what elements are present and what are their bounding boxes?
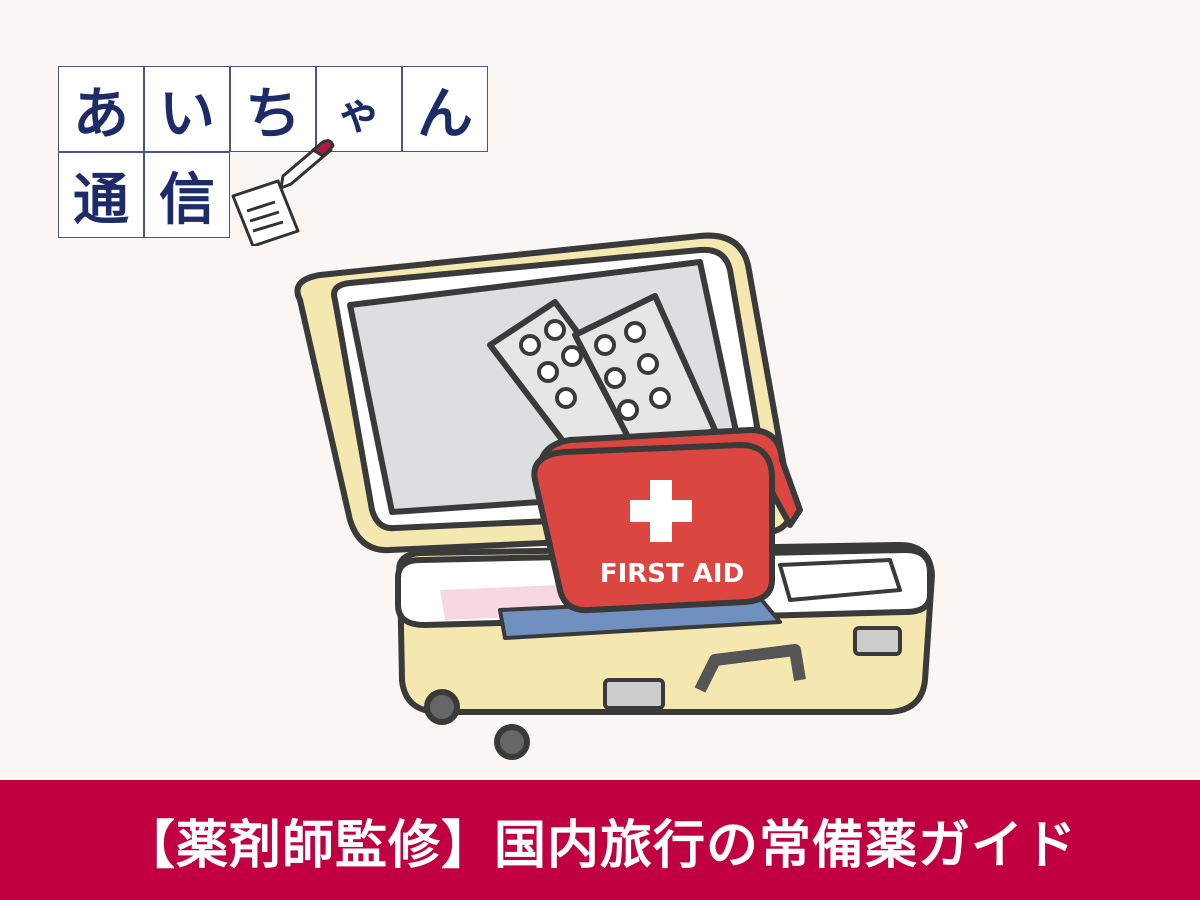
wheel xyxy=(424,689,460,725)
suitcase-illustration: FIRST AID xyxy=(294,232,935,760)
kit-label: FIRST AID xyxy=(600,559,744,589)
cross-icon xyxy=(630,480,692,542)
notepad-pen-icon xyxy=(231,139,335,246)
logo-char: 通 xyxy=(58,152,144,238)
title-banner: 【薬剤師監修】国内旅行の常備薬ガイド xyxy=(0,780,1200,900)
logo-char: ち xyxy=(230,66,316,152)
logo-char: あ xyxy=(58,66,144,152)
wheel xyxy=(494,724,530,760)
logo-char: ん xyxy=(402,66,488,152)
logo-char: 信 xyxy=(144,152,230,238)
logo-char: い xyxy=(144,66,230,152)
article-title: 【薬剤師監修】国内旅行の常備薬ガイド xyxy=(122,815,1077,876)
logo-char: ゃ xyxy=(316,66,402,152)
